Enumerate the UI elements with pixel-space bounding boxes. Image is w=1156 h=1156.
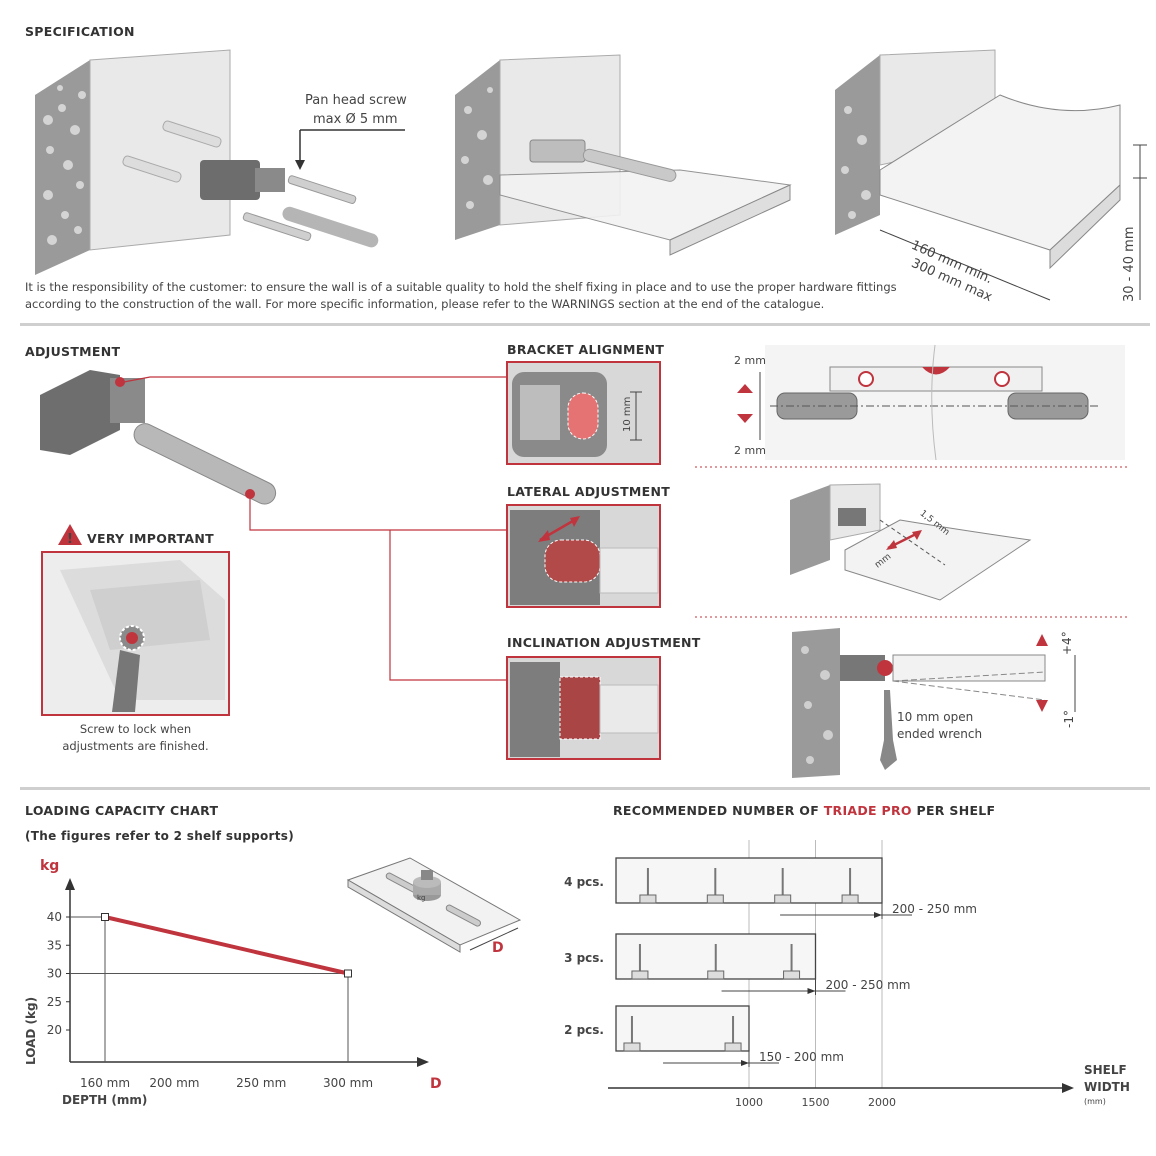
specification-title: SPECIFICATION — [25, 24, 135, 39]
support-base — [623, 1042, 641, 1052]
bracket-alignment-title: BRACKET ALIGNMENT — [507, 342, 665, 357]
screw-label-line1: Pan head screw — [305, 93, 407, 108]
loading-title: LOADING CAPACITY CHART — [25, 803, 219, 818]
x-tick-label: 300 mm — [323, 1076, 373, 1090]
y-tick-label: 30 — [47, 967, 62, 981]
gap-label: 200 - 250 mm — [826, 978, 911, 992]
recommended-title-post: PER SHELF — [911, 803, 996, 818]
shelf-row: 2 pcs. 150 - 200 mm — [564, 1005, 844, 1067]
shelf-weight-illustration — [346, 857, 522, 953]
shelf-row-label: 4 pcs. — [564, 875, 604, 889]
spec-wall-1 — [35, 49, 231, 275]
width-tick-label: 1000 — [735, 1096, 763, 1109]
width-tick-label: 2000 — [868, 1096, 896, 1109]
y-unit-label: kg — [40, 858, 59, 874]
x-axis-label: DEPTH (mm) — [62, 1093, 147, 1107]
depth-tag: D — [492, 940, 504, 956]
recommended-title-brand: TRIADE PRO — [823, 803, 912, 818]
align-bottom-label: 2 mm — [734, 444, 766, 457]
load-data-point — [101, 913, 109, 921]
shelf-row: 3 pcs. 200 - 250 mm — [564, 933, 911, 995]
x-end-label: D — [430, 1076, 442, 1092]
support-base — [639, 894, 657, 904]
width-axis-arrow — [1062, 1083, 1074, 1093]
x-tick-label: 250 mm — [236, 1076, 286, 1090]
align-top-label: 2 mm — [734, 354, 766, 367]
very-important-label: VERY IMPORTANT — [87, 531, 214, 546]
lock-note-line1: Screw to lock when — [79, 722, 192, 736]
support-base — [724, 1042, 742, 1052]
svg-text:!: ! — [67, 532, 73, 547]
screw-label-line2: max Ø 5 mm — [313, 112, 398, 127]
y-axis-label: LOAD (kg) — [24, 997, 38, 1065]
y-tick-label: 35 — [47, 938, 62, 952]
y-tick-label: 40 — [47, 910, 62, 924]
gap-arrow — [807, 988, 816, 994]
shelf-row-label: 3 pcs. — [564, 951, 604, 965]
support-base — [631, 970, 649, 980]
bracket-alignment-panel — [506, 361, 661, 465]
spec-wall-2 — [455, 54, 792, 256]
x-tick-label: 160 mm — [80, 1076, 130, 1090]
spec-note-line1: It is the responsibility of the customer… — [25, 280, 897, 294]
gap-arrow — [874, 912, 882, 918]
section-divider-1 — [20, 323, 1150, 326]
y-axis-arrow — [65, 878, 75, 890]
lateral-adjustment-title: LATERAL ADJUSTMENT — [507, 484, 671, 499]
support-base — [783, 970, 801, 980]
warning-icon — [58, 524, 82, 545]
width-tick-label: 1500 — [802, 1096, 830, 1109]
adjustment-title: ADJUSTMENT — [25, 344, 121, 359]
alignment-level-drawing — [737, 344, 1125, 461]
gap-label: 200 - 250 mm — [892, 902, 977, 916]
gap-arrow — [741, 1060, 749, 1066]
support-base — [707, 970, 725, 980]
connector-inclination — [389, 530, 510, 681]
recommended-title: RECOMMENDED NUMBER OF TRIADE PRO PER SHE… — [613, 803, 995, 818]
inclination-drawing — [792, 628, 1076, 778]
width-axis-unit: (mm) — [1084, 1097, 1106, 1106]
x-tick-label: 200 mm — [149, 1076, 199, 1090]
connector-bracket — [123, 376, 510, 383]
width-axis-label-line2: WIDTH — [1084, 1080, 1130, 1094]
wrench-line2: ended wrench — [897, 727, 983, 741]
spec-note-line2: according to the construction of the wal… — [25, 297, 825, 311]
lock-note-line2: adjustments are finished. — [62, 739, 209, 753]
support-base — [706, 894, 724, 904]
connector-lateral — [249, 498, 510, 531]
inclination-adjustment-panel — [506, 656, 661, 760]
wrench-line1: 10 mm open — [897, 710, 974, 724]
gap-label: 150 - 200 mm — [759, 1050, 844, 1064]
y-tick-label: 25 — [47, 995, 62, 1009]
load-data-point — [344, 969, 352, 978]
x-axis-arrow — [417, 1057, 429, 1067]
support-base — [774, 894, 792, 904]
adjust-bracket — [40, 370, 277, 505]
load-series-line — [104, 915, 349, 976]
spec-wall-3 — [835, 49, 1147, 301]
shelf-bar — [615, 857, 883, 904]
shelf-row-label: 2 pcs. — [564, 1023, 604, 1037]
support-base — [841, 894, 859, 904]
inclination-adjustment-title: INCLINATION ADJUSTMENT — [507, 635, 701, 650]
width-axis-label-line1: SHELF — [1084, 1063, 1127, 1077]
lock-detail-panel — [41, 551, 230, 716]
section-divider-2 — [20, 787, 1150, 790]
recommended-title-pre: RECOMMENDED NUMBER OF — [613, 803, 824, 818]
y-tick-label: 20 — [47, 1023, 62, 1037]
lateral-adjustment-panel — [506, 504, 661, 608]
shelf-row: 4 pcs. 200 - 250 mm — [564, 857, 977, 919]
loading-subtitle: (The figures refer to 2 shelf supports) — [25, 829, 294, 843]
lateral-shelf-drawing — [790, 483, 1032, 601]
weight-tag: kg — [417, 894, 426, 902]
spec-bracket-1 — [122, 120, 379, 248]
